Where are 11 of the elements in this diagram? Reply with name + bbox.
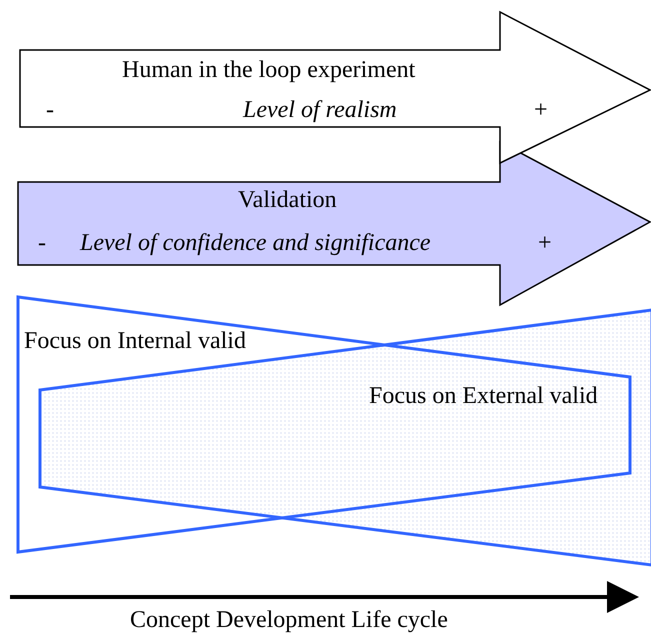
scale-label: Level of confidence and significance (80, 229, 431, 257)
heading-text: Human in the loop experiment (122, 56, 416, 84)
plus-sign: + (534, 96, 548, 124)
region-label: Focus on External valid (369, 382, 598, 410)
region-label: Focus on Internal valid (24, 327, 246, 355)
scale-label: Level of realism (243, 96, 397, 124)
minus-sign: - (38, 229, 46, 257)
minus-sign: - (46, 96, 54, 124)
plus-sign: + (538, 229, 552, 257)
heading-text: Validation (238, 186, 337, 214)
axis-label: Concept Development Life cycle (130, 606, 448, 634)
